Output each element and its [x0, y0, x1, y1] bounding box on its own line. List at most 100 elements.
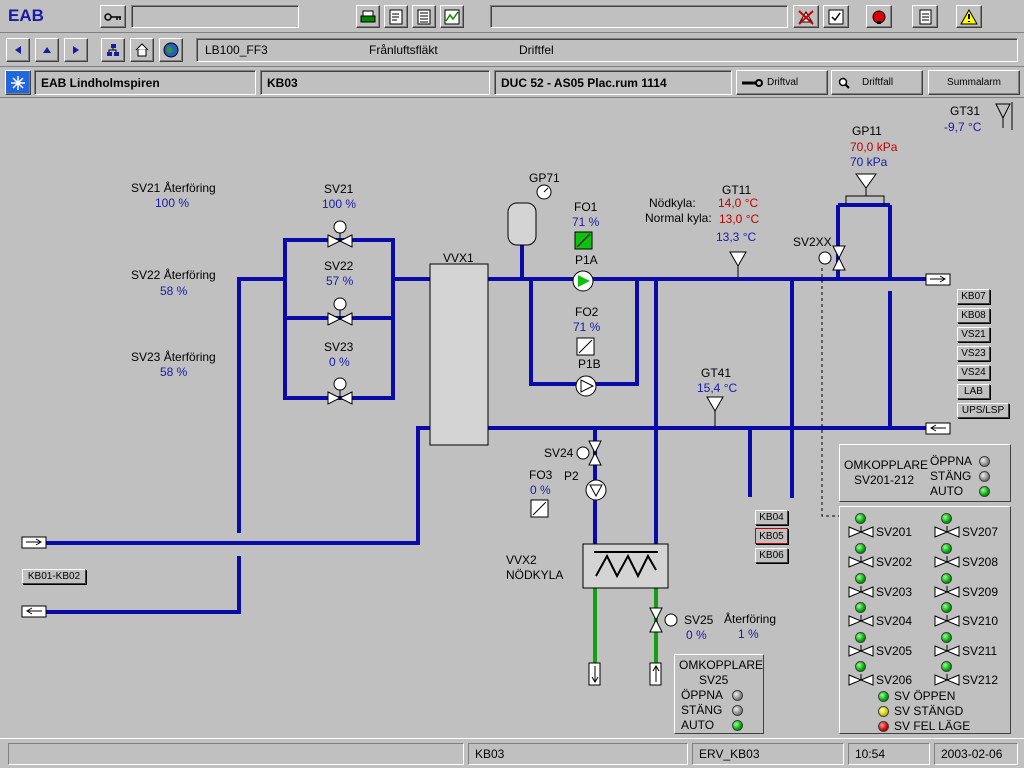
nav-vs21-button[interactable]: VS21: [957, 327, 990, 342]
nav-kb07-button[interactable]: KB07: [957, 289, 990, 304]
tree-button[interactable]: [101, 38, 125, 62]
valve-item[interactable]: SV204: [840, 602, 925, 630]
valve-sv2xx[interactable]: [818, 245, 846, 271]
nav-lab-button[interactable]: LAB: [957, 384, 990, 399]
valve-item[interactable]: SV207: [926, 513, 1011, 541]
login-field[interactable]: [131, 5, 299, 28]
sv25-value[interactable]: 0 %: [686, 628, 707, 642]
gt41-sensor-icon[interactable]: [706, 396, 724, 428]
valve-sv25[interactable]: [649, 607, 678, 633]
trend-chart-icon: [444, 9, 460, 24]
valve-item[interactable]: SV209: [926, 573, 1011, 601]
sv23-value[interactable]: 0 %: [329, 355, 350, 369]
valve-item[interactable]: SV206: [840, 661, 925, 689]
no-alarm-button[interactable]: [793, 5, 819, 28]
edit-button[interactable]: [384, 5, 408, 28]
valve-item[interactable]: SV212: [926, 661, 1011, 689]
fo3-converter-icon[interactable]: [530, 499, 549, 518]
fo2-converter-icon[interactable]: [576, 337, 595, 356]
pump-p1a[interactable]: [572, 270, 594, 292]
fo3-value[interactable]: 0 %: [530, 483, 551, 497]
gt31-value[interactable]: -9,7 °C: [944, 120, 982, 134]
summalarm-button[interactable]: Summalarm: [928, 70, 1020, 95]
valve-item[interactable]: SV203: [840, 573, 925, 601]
pump-p1b[interactable]: [575, 375, 597, 397]
print-button[interactable]: [356, 5, 380, 28]
nav-kb04-button[interactable]: KB04: [755, 510, 788, 525]
key-button[interactable]: [100, 5, 126, 28]
notes-button[interactable]: [912, 5, 938, 28]
fo1-value[interactable]: 71 %: [572, 215, 600, 229]
switch-sv25-close-label: STÄNG: [681, 703, 723, 717]
gt11-value[interactable]: 13,3 °C: [716, 230, 757, 244]
snowflake-button[interactable]: [5, 70, 31, 95]
nav-kb01-kb02-button[interactable]: KB01-KB02: [22, 569, 86, 584]
nav-vs23-button[interactable]: VS23: [957, 346, 990, 361]
vvx2-exchanger[interactable]: [582, 543, 669, 589]
status-time-field: 10:54: [848, 743, 930, 765]
acknowledge-button[interactable]: [823, 5, 849, 28]
valve-sv21[interactable]: [327, 220, 353, 248]
sv23-return-value[interactable]: 58 %: [160, 365, 188, 379]
valve-item[interactable]: SV210: [926, 602, 1011, 630]
home-button[interactable]: [130, 38, 154, 62]
sv23-label: SV23: [324, 340, 354, 354]
alarm-bell-button[interactable]: [866, 5, 892, 28]
forward-button[interactable]: [64, 38, 88, 62]
aterforing-value[interactable]: 1 %: [738, 627, 759, 641]
gt11-normal-value[interactable]: 13,0 °C: [719, 212, 760, 226]
status-time: 10:54: [855, 747, 886, 761]
pump-p2[interactable]: [585, 479, 607, 501]
nav-kb08-button[interactable]: KB08: [957, 308, 990, 323]
sv21-label: SV21: [324, 182, 354, 196]
sv21-return-value[interactable]: 100 %: [155, 196, 190, 210]
aterforing-label: Återföring: [724, 612, 777, 626]
info-bar: EAB Lindholmspiren KB03 DUC 52 - AS05 Pl…: [0, 67, 1024, 98]
switch-sv201-open-lamp[interactable]: [979, 456, 990, 467]
nav-ups-lsp-button[interactable]: UPS/LSP: [957, 403, 1009, 418]
globe-button[interactable]: [159, 38, 183, 62]
up-button[interactable]: [35, 38, 59, 62]
driftval-button[interactable]: Driftval: [736, 70, 828, 95]
sv25-label: SV25: [684, 613, 714, 627]
vvx1-exchanger[interactable]: [429, 263, 489, 446]
valve-item[interactable]: SV208: [926, 543, 1011, 571]
nav-vs24-button[interactable]: VS24: [957, 365, 990, 380]
gt11-sensor-icon[interactable]: [729, 251, 747, 279]
gt31-outdoor-sensor-icon[interactable]: [995, 102, 1013, 130]
valve-sv24[interactable]: [576, 440, 602, 466]
valve-item[interactable]: SV211: [926, 632, 1011, 660]
valve-item[interactable]: SV202: [840, 543, 925, 571]
fo1-converter-icon[interactable]: [574, 231, 593, 250]
gp11-value[interactable]: 70 kPa: [850, 155, 888, 169]
switch-sv25-close-lamp[interactable]: [732, 705, 743, 716]
nav-kb06-button[interactable]: KB06: [755, 548, 788, 563]
valve-item[interactable]: SV205: [840, 632, 925, 660]
sv22-value[interactable]: 57 %: [326, 274, 354, 288]
status-bar: KB03 ERV_KB03 10:54 2003-02-06: [0, 738, 1024, 768]
gp11-setpoint[interactable]: 70,0 kPa: [850, 140, 898, 154]
gt41-value[interactable]: 15,4 °C: [697, 381, 738, 395]
back-button[interactable]: [6, 38, 30, 62]
fo2-value[interactable]: 71 %: [573, 320, 601, 334]
warning-button[interactable]: [956, 5, 982, 28]
legend-fault-label: SV FEL LÄGE: [894, 719, 971, 733]
switch-sv25-auto-lamp[interactable]: [732, 720, 743, 731]
valve-sv23[interactable]: [327, 377, 353, 405]
driftfall-button[interactable]: Driftfall: [831, 70, 923, 95]
switch-sv25-open-lamp[interactable]: [732, 690, 743, 701]
gt11-nodkyla-label: Nödkyla:: [649, 196, 696, 210]
valve-sv22[interactable]: [327, 297, 353, 326]
sv21-value[interactable]: 100 %: [322, 197, 357, 211]
gt11-nodkyla-value[interactable]: 14,0 °C: [718, 196, 759, 210]
sv22-return-value[interactable]: 58 %: [160, 284, 188, 298]
trend-button[interactable]: [440, 5, 464, 28]
valve-item[interactable]: SV201: [840, 513, 925, 541]
switch-sv201-close-lamp[interactable]: [979, 471, 990, 482]
switch-sv201-auto-lamp[interactable]: [979, 486, 990, 497]
nav-kb05-button[interactable]: KB05: [755, 528, 788, 544]
valve-icon: [848, 645, 874, 657]
legend-open-label: SV ÖPPEN: [894, 689, 956, 703]
document-button[interactable]: [412, 5, 436, 28]
gp11-sensor-icon[interactable]: [845, 173, 885, 205]
